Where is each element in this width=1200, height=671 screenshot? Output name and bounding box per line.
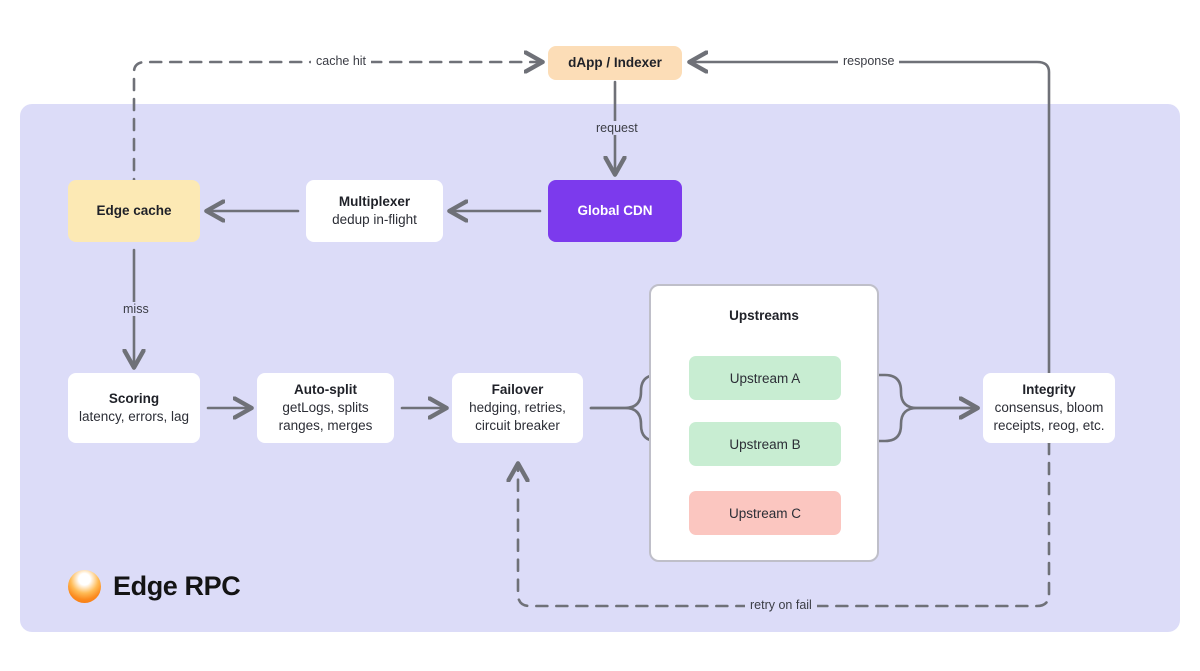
node-failover-title: Failover bbox=[491, 382, 544, 398]
sun-sphere-icon bbox=[68, 570, 101, 603]
upstream-b-label: Upstream B bbox=[729, 436, 801, 452]
edge-label-retry-on-fail: retry on fail bbox=[745, 598, 817, 612]
brand-lockup: Edge RPC bbox=[68, 570, 241, 603]
node-scoring-sub: latency, errors, lag bbox=[78, 409, 190, 424]
node-dapp-indexer[interactable]: dApp / Indexer bbox=[548, 46, 682, 80]
node-auto-split[interactable]: Auto-split getLogs, splits ranges, merge… bbox=[257, 373, 394, 443]
upstream-b[interactable]: Upstream B bbox=[689, 422, 841, 466]
edge-label-cache-hit: cache hit bbox=[311, 54, 372, 68]
edge-label-request: request bbox=[591, 121, 643, 135]
node-multiplexer-title: Multiplexer bbox=[338, 194, 411, 210]
node-failover-sub-2: circuit breaker bbox=[475, 417, 560, 433]
node-integrity-sub-1: consensus, bloom bbox=[994, 400, 1104, 416]
upstream-a-label: Upstream A bbox=[729, 370, 801, 386]
node-integrity-title: Integrity bbox=[1022, 382, 1076, 398]
upstreams-group-title: Upstreams bbox=[729, 308, 799, 323]
node-integrity-sub-2: receipts, reog, etc. bbox=[993, 417, 1105, 433]
brand-title: Edge RPC bbox=[113, 571, 241, 601]
node-global-cdn-title: Global CDN bbox=[577, 203, 653, 219]
node-scoring-title: Scoring bbox=[108, 391, 160, 407]
node-edge-cache-title: Edge cache bbox=[96, 203, 172, 219]
node-auto-split-sub-2: ranges, merges bbox=[278, 417, 373, 433]
node-failover-sub-1: hedging, retries, bbox=[469, 400, 566, 416]
node-auto-split-sub-1: getLogs, splits bbox=[282, 400, 369, 416]
node-scoring[interactable]: Scoring latency, errors, lag bbox=[68, 373, 200, 443]
node-multiplexer[interactable]: Multiplexer dedup in-flight bbox=[306, 180, 443, 242]
upstream-c[interactable]: Upstream C bbox=[689, 491, 841, 535]
node-failover[interactable]: Failover hedging, retries, circuit break… bbox=[452, 373, 583, 443]
node-auto-split-title: Auto-split bbox=[294, 382, 357, 398]
node-global-cdn[interactable]: Global CDN bbox=[548, 180, 682, 242]
node-multiplexer-sub: dedup in-flight bbox=[332, 212, 417, 227]
node-edge-cache[interactable]: Edge cache bbox=[68, 180, 200, 242]
node-dapp-indexer-title: dApp / Indexer bbox=[568, 55, 662, 71]
upstream-a[interactable]: Upstream A bbox=[689, 356, 841, 400]
edge-label-response: response bbox=[838, 54, 900, 68]
edge-label-miss: miss bbox=[118, 302, 154, 316]
node-integrity[interactable]: Integrity consensus, bloom receipts, reo… bbox=[983, 373, 1115, 443]
upstreams-group: Upstreams Upstream A Upstream B Upstream… bbox=[649, 284, 879, 562]
upstream-c-label: Upstream C bbox=[728, 505, 801, 521]
